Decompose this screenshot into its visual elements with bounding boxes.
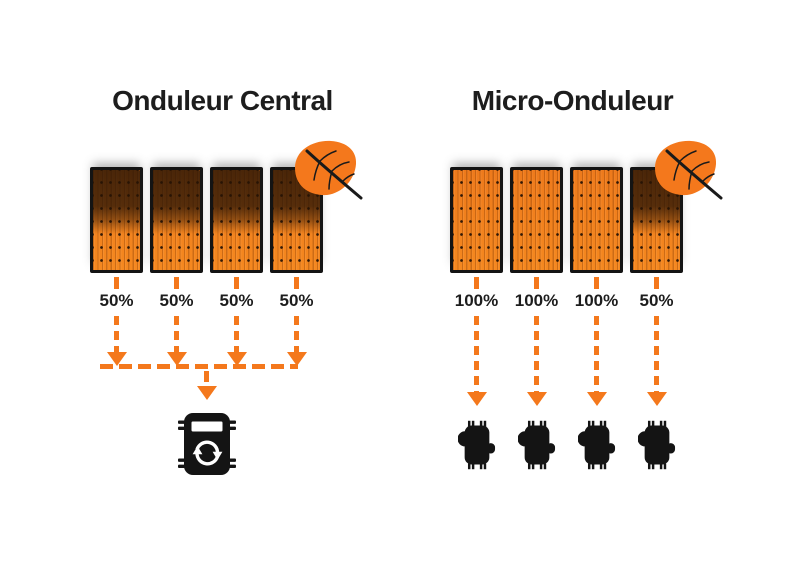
panel-column: 50% bbox=[90, 167, 143, 366]
flow-dashed-line bbox=[174, 316, 179, 352]
arrowhead-icon bbox=[106, 352, 127, 366]
micro-inverter-icon bbox=[637, 420, 675, 470]
panel-column: 100% bbox=[570, 167, 623, 471]
solar-panel bbox=[570, 167, 623, 273]
flow-stub bbox=[534, 277, 539, 289]
output-percentage: 100% bbox=[454, 291, 499, 310]
arrowhead-icon bbox=[586, 392, 607, 406]
bus-dashed-line bbox=[100, 364, 298, 369]
flow-stub bbox=[174, 277, 179, 289]
sync-arrows-icon bbox=[192, 440, 223, 466]
flow-stub bbox=[654, 277, 659, 289]
central-inverter-title: Onduleur Central bbox=[112, 85, 333, 116]
arrowhead-icon bbox=[286, 352, 307, 366]
flow-stub bbox=[204, 371, 209, 382]
output-percentage: 50% bbox=[219, 291, 254, 310]
solar-panel bbox=[150, 167, 203, 273]
flow-dashed-line bbox=[234, 316, 239, 352]
flow-dashed-line bbox=[474, 316, 479, 392]
output-percentage: 100% bbox=[514, 291, 559, 310]
output-percentage: 50% bbox=[159, 291, 194, 310]
micro-inverter-icon bbox=[457, 420, 495, 470]
output-percentage: 100% bbox=[574, 291, 619, 310]
leaf-icon bbox=[655, 140, 723, 200]
arrowhead-icon bbox=[226, 352, 247, 366]
arrowhead-icon bbox=[526, 392, 547, 406]
panel-column: 50% bbox=[210, 167, 263, 366]
panel-column: 50% bbox=[150, 167, 203, 366]
flow-dashed-line bbox=[654, 316, 659, 392]
flow-stub bbox=[474, 277, 479, 289]
output-percentage: 50% bbox=[279, 291, 314, 310]
panel-column: 100% bbox=[510, 167, 563, 471]
flow-dashed-line bbox=[594, 316, 599, 392]
flow-dashed-line bbox=[114, 316, 119, 352]
central-panel-row: 50% 50% 50% 50% bbox=[90, 167, 323, 366]
output-percentage: 50% bbox=[639, 291, 674, 310]
arrowhead-icon bbox=[466, 392, 487, 406]
panel-column: 50% bbox=[630, 167, 683, 471]
solar-panel bbox=[210, 167, 263, 273]
output-percentage: 50% bbox=[99, 291, 134, 310]
flow-stub bbox=[234, 277, 239, 289]
central-inverter-icon bbox=[178, 413, 236, 475]
solar-panel bbox=[510, 167, 563, 273]
arrowhead-icon bbox=[166, 352, 187, 366]
panel-column: 100% bbox=[450, 167, 503, 471]
flow-dashed-line bbox=[534, 316, 539, 392]
inverter-display bbox=[191, 421, 223, 432]
arrowhead-icon bbox=[197, 386, 217, 400]
flow-stub bbox=[114, 277, 119, 289]
arrowhead-icon bbox=[646, 392, 667, 406]
flow-stub bbox=[294, 277, 299, 289]
flow-stub bbox=[594, 277, 599, 289]
leaf-icon bbox=[295, 140, 363, 200]
flow-dashed-line bbox=[294, 316, 299, 352]
micro-inverter-icon bbox=[577, 420, 615, 470]
solar-panel bbox=[450, 167, 503, 273]
solar-panel bbox=[90, 167, 143, 273]
micro-inverter-icon bbox=[517, 420, 555, 470]
micro-panel-row: 100% 100% bbox=[450, 167, 683, 471]
micro-inverter-title: Micro-Onduleur bbox=[471, 85, 674, 116]
